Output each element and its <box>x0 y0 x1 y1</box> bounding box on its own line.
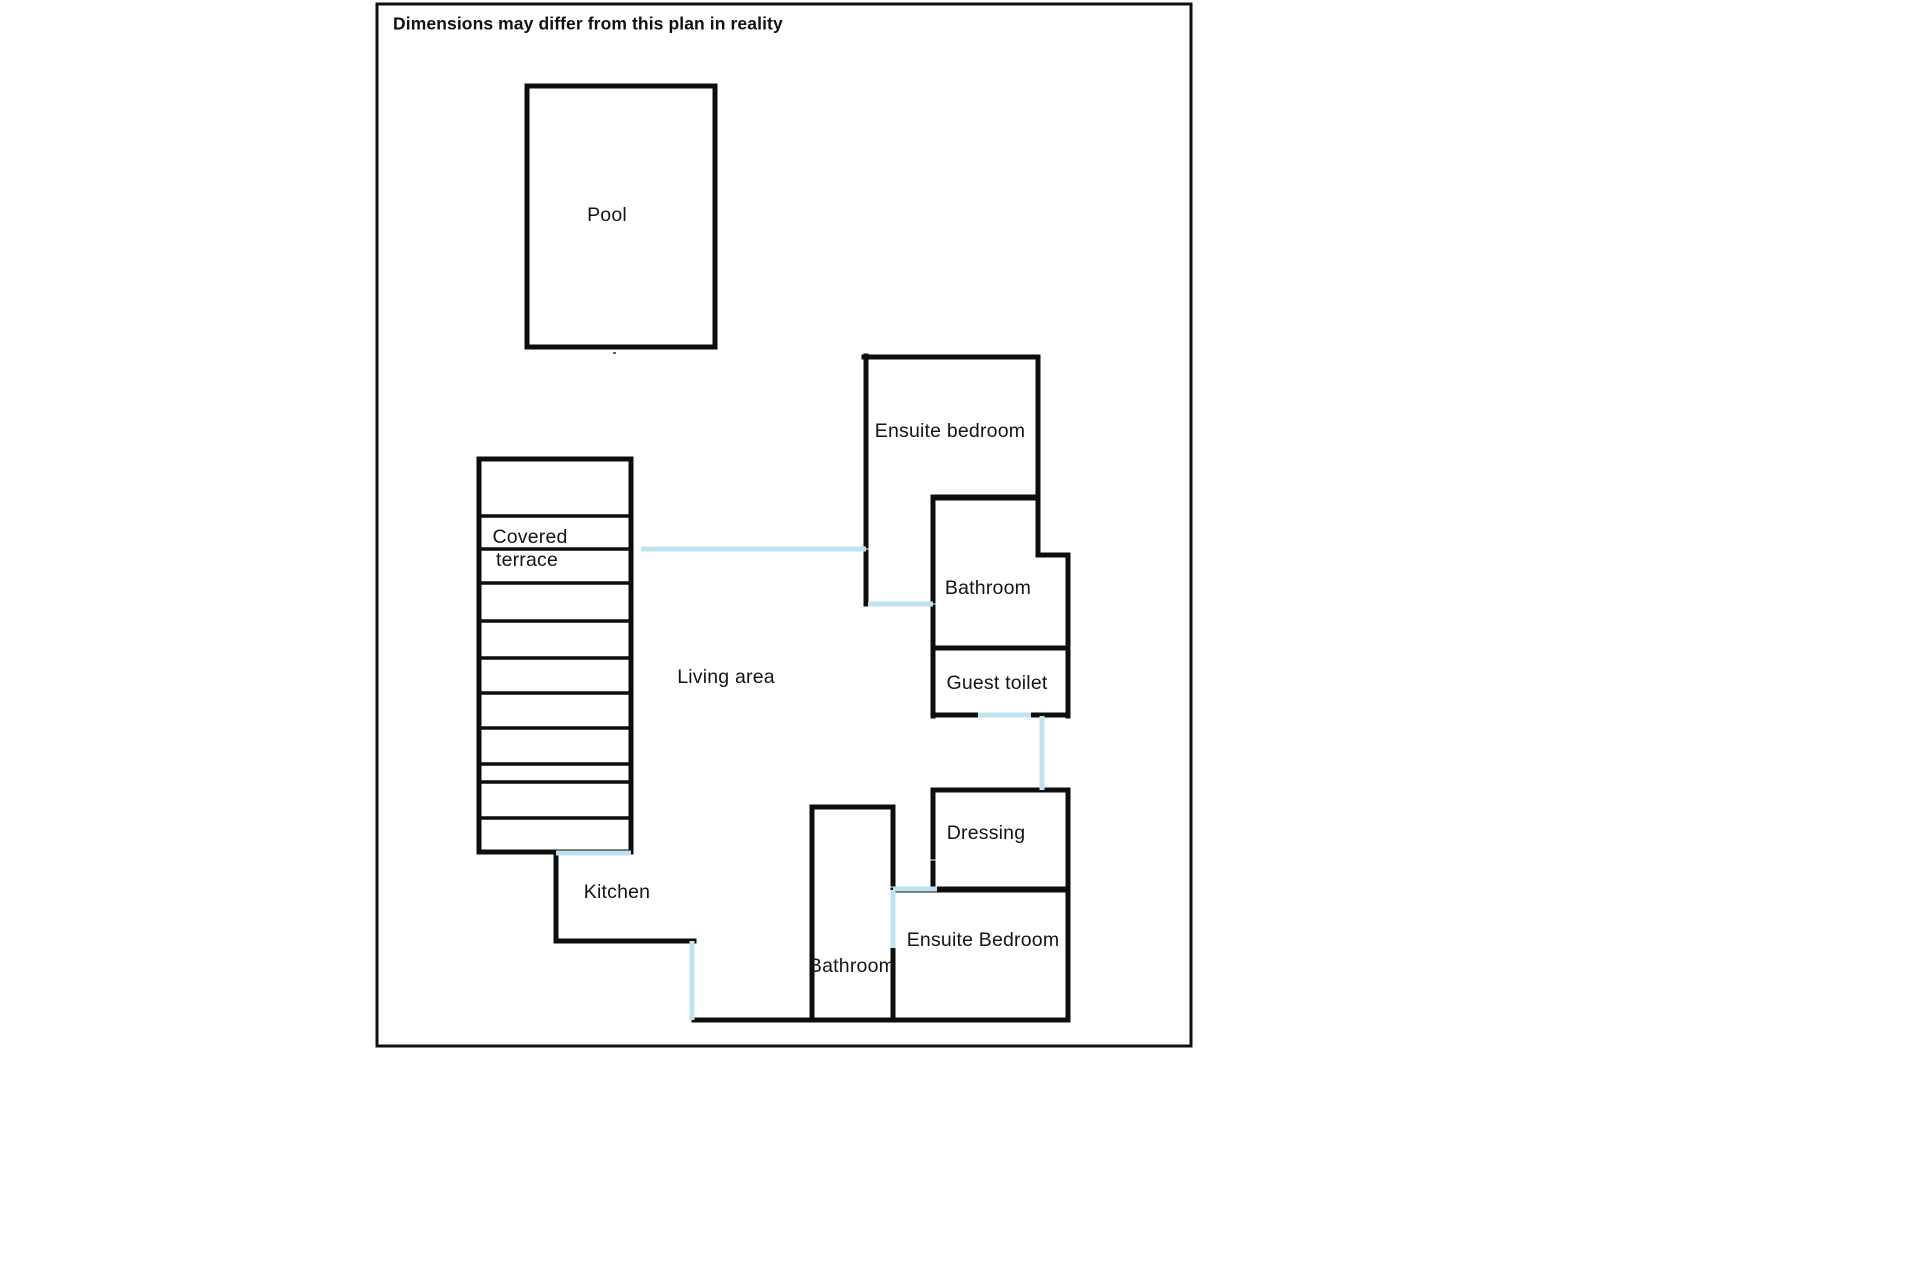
room-label-bathroom-lower: Bathroom <box>809 955 895 977</box>
room-dressing: Dressing <box>930 787 1071 893</box>
room-label-kitchen: Kitchen <box>584 881 650 903</box>
room-pool: Pool <box>524 83 718 354</box>
room-label-guest-toilet: Guest toilet <box>946 672 1047 694</box>
room-living-area: Living area <box>677 666 775 688</box>
room-ensuite-bedroom-lower: Ensuite Bedroom <box>890 887 1071 1023</box>
room-label-ensuite-bedroom-upper: Ensuite bedroom <box>875 420 1025 442</box>
room-guest-toilet: Guest toilet <box>930 645 1071 719</box>
room-label-pool: Pool <box>587 204 627 226</box>
dimensions-note: Dimensions may differ from this plan in … <box>393 14 783 34</box>
doors-layer <box>556 546 1045 1020</box>
room-label-living-area: Living area <box>677 666 775 688</box>
room-bathroom-lower: Bathroom <box>809 804 896 1023</box>
room-label-dressing: Dressing <box>947 822 1026 844</box>
plan-border <box>375 2 1193 1048</box>
room-label-terrace: terrace <box>496 549 558 571</box>
room-label-covered: Covered <box>492 526 567 548</box>
room-label-bathroom-upper: Bathroom <box>945 577 1031 599</box>
room-covered-terrace: Covered terrace <box>476 456 634 855</box>
room-ensuite-bedroom-upper: Ensuite bedroom <box>861 353 1041 607</box>
room-kitchen: Kitchen <box>553 850 697 944</box>
room-bathroom-upper: Bathroom <box>930 494 1071 651</box>
room-label-ensuite-bedroom-lower: Ensuite Bedroom <box>907 929 1060 951</box>
